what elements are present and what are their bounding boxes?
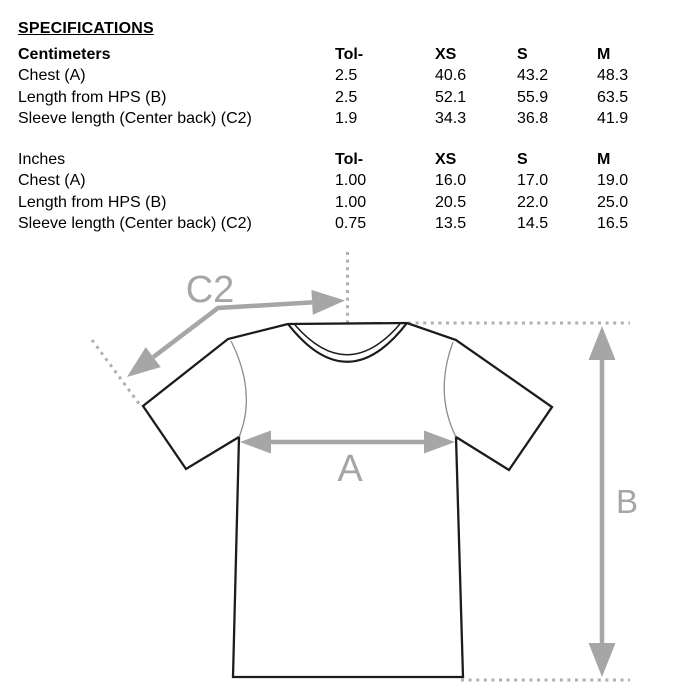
cell-value: 48.3 — [597, 67, 629, 85]
tshirt-outline — [141, 321, 554, 679]
table-header-row: Centimeters Tol- XS S M — [18, 44, 683, 65]
unit-label-centimeters: Centimeters — [18, 46, 111, 63]
sleeve-measure-arrow — [127, 289, 345, 377]
table-row: Length from HPS (B) 1.00 20.5 22.0 25.0 — [18, 192, 683, 213]
collar-outer-curve — [287, 322, 408, 363]
cell-value: 1.00 — [335, 193, 367, 211]
cell-value: 17.0 — [517, 172, 549, 190]
column-header-xs: XS — [435, 151, 457, 168]
cell-value: 13.5 — [435, 215, 467, 233]
armhole-seam-right — [443, 341, 457, 438]
cell-value: 41.9 — [597, 110, 629, 128]
cell-value: 1.00 — [335, 172, 367, 190]
cell-value: 63.5 — [597, 88, 629, 106]
unit-label-inches: Inches — [18, 151, 66, 168]
row-label: Length from HPS (B) — [18, 88, 167, 106]
row-label: Sleeve length (Center back) (C2) — [18, 215, 252, 233]
column-header-m: M — [597, 151, 611, 168]
length-measure-arrow — [588, 326, 616, 677]
spec-table-centimeters: Centimeters Tol- XS S M Chest (A) 2.5 40… — [18, 44, 683, 130]
cell-value: 2.5 — [335, 67, 358, 85]
arrowhead-down-icon — [588, 643, 616, 677]
cell-value: 2.5 — [335, 88, 358, 106]
cell-value: 40.6 — [435, 67, 467, 85]
arrowhead-left-icon — [240, 430, 271, 454]
armhole-seam-left — [230, 340, 247, 438]
chest-measure-arrow — [240, 430, 455, 454]
cell-value: 16.5 — [597, 215, 629, 233]
cell-value: 36.8 — [517, 110, 549, 128]
cell-value: 16.0 — [435, 172, 467, 190]
table-row: Length from HPS (B) 2.5 52.1 55.9 63.5 — [18, 87, 683, 108]
page-title: SPECIFICATIONS — [18, 20, 154, 37]
arrowhead-right-icon — [424, 430, 455, 454]
column-header-s: S — [517, 46, 528, 63]
label-length: B — [616, 483, 638, 520]
row-label: Length from HPS (B) — [18, 193, 167, 211]
collar-inner-curve — [294, 323, 401, 356]
cell-value: 52.1 — [435, 88, 467, 106]
column-header-m: M — [597, 46, 611, 63]
row-label: Chest (A) — [18, 172, 86, 190]
arrowhead-downleft-icon — [127, 347, 161, 377]
table-row: Sleeve length (Center back) (C2) 1.9 34.… — [18, 108, 683, 129]
row-label: Chest (A) — [18, 67, 86, 85]
column-header-tol: Tol- — [335, 46, 364, 63]
table-row: Chest (A) 1.00 16.0 17.0 19.0 — [18, 170, 683, 191]
cell-value: 25.0 — [597, 193, 629, 211]
cell-value: 22.0 — [517, 193, 549, 211]
table-row: Chest (A) 2.5 40.6 43.2 48.3 — [18, 65, 683, 86]
cell-value: 55.9 — [517, 88, 549, 106]
column-header-xs: XS — [435, 46, 457, 63]
row-label: Sleeve length (Center back) (C2) — [18, 110, 252, 128]
table-header-row: Inches Tol- XS S M — [18, 149, 683, 170]
dotted-sleeve-end-line — [90, 339, 142, 406]
cell-value: 34.3 — [435, 110, 467, 128]
cell-value: 0.75 — [335, 215, 367, 233]
label-sleeve: C2 — [186, 269, 235, 311]
label-chest: A — [337, 448, 363, 490]
column-header-s: S — [517, 151, 528, 168]
cell-value: 20.5 — [435, 193, 467, 211]
cell-value: 1.9 — [335, 110, 358, 128]
cell-value: 43.2 — [517, 67, 549, 85]
cell-value: 14.5 — [517, 215, 549, 233]
arrowhead-up-icon — [588, 326, 616, 360]
table-row: Sleeve length (Center back) (C2) 0.75 13… — [18, 213, 683, 234]
cell-value: 19.0 — [597, 172, 629, 190]
arrowhead-right-icon — [311, 289, 345, 315]
spec-table-inches: Inches Tol- XS S M Chest (A) 1.00 16.0 1… — [18, 149, 683, 235]
column-header-tol: Tol- — [335, 151, 364, 168]
